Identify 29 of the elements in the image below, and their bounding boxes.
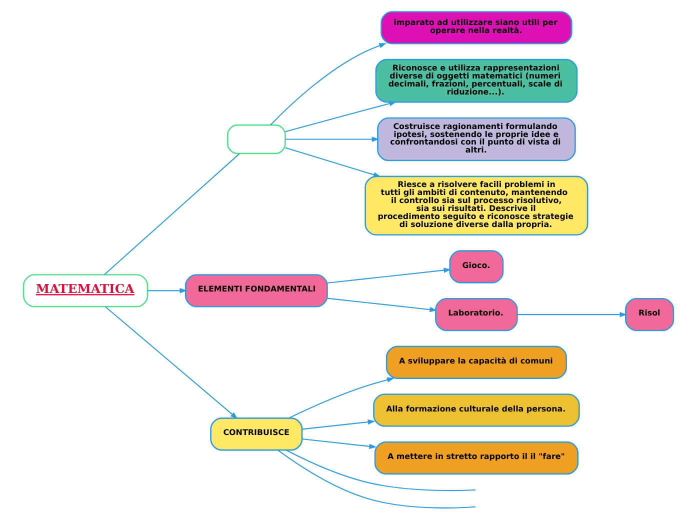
node-box: A mettere in stretto rapporto il il "fare" bbox=[374, 441, 578, 475]
connector bbox=[277, 450, 476, 508]
arrow bbox=[302, 438, 376, 449]
node-box: Gioco. bbox=[448, 250, 504, 284]
arrow bbox=[517, 312, 627, 318]
arrow bbox=[284, 136, 379, 142]
arrow bbox=[326, 298, 437, 312]
node-box: Riconosce e utilizza rappresentazioni diverse di oggetti matematici (numeri decimali, frazioni, percentuali, scale di riduzione...). bbox=[374, 58, 578, 103]
node-box: imparato ad utilizzare siano utili per operare nella realtà. bbox=[380, 11, 572, 44]
node-box: Riesce a risolvere facili problemi in tutti gli ambiti di contenuto, mantenendo il controllo sia sul processo risolutivo, sia sui risultati. Descrive il procedimento seguito e riconosce strategie di soluzione diverse dalla propria. bbox=[364, 176, 588, 236]
arrow bbox=[326, 268, 451, 284]
node-box: Risol bbox=[624, 298, 674, 332]
arrow bbox=[288, 377, 394, 419]
arrow bbox=[302, 419, 375, 430]
node-box bbox=[226, 124, 286, 154]
arrow bbox=[270, 43, 386, 126]
node-box: CONTRIBUISCE bbox=[210, 418, 302, 451]
node-box: MATEMATICA bbox=[22, 274, 148, 308]
connector bbox=[104, 153, 240, 275]
node-box: A sviluppare la capacità di comuni bbox=[385, 346, 566, 379]
node-box: Laboratorio. bbox=[434, 298, 518, 332]
arrow bbox=[284, 101, 396, 132]
arrow bbox=[147, 288, 187, 294]
node-box: Costruisce ragionamenti formulando ipotesi, sostenendo le proprie idee e confrontandosi con il punto di vista di altri. bbox=[376, 117, 576, 162]
arrow bbox=[104, 306, 238, 420]
arrow bbox=[284, 147, 380, 178]
node-box: ELEMENTI FONDAMENTALI bbox=[184, 274, 328, 308]
node-box: Alla formazione culturale della persona. bbox=[372, 394, 580, 427]
connector bbox=[285, 450, 476, 492]
